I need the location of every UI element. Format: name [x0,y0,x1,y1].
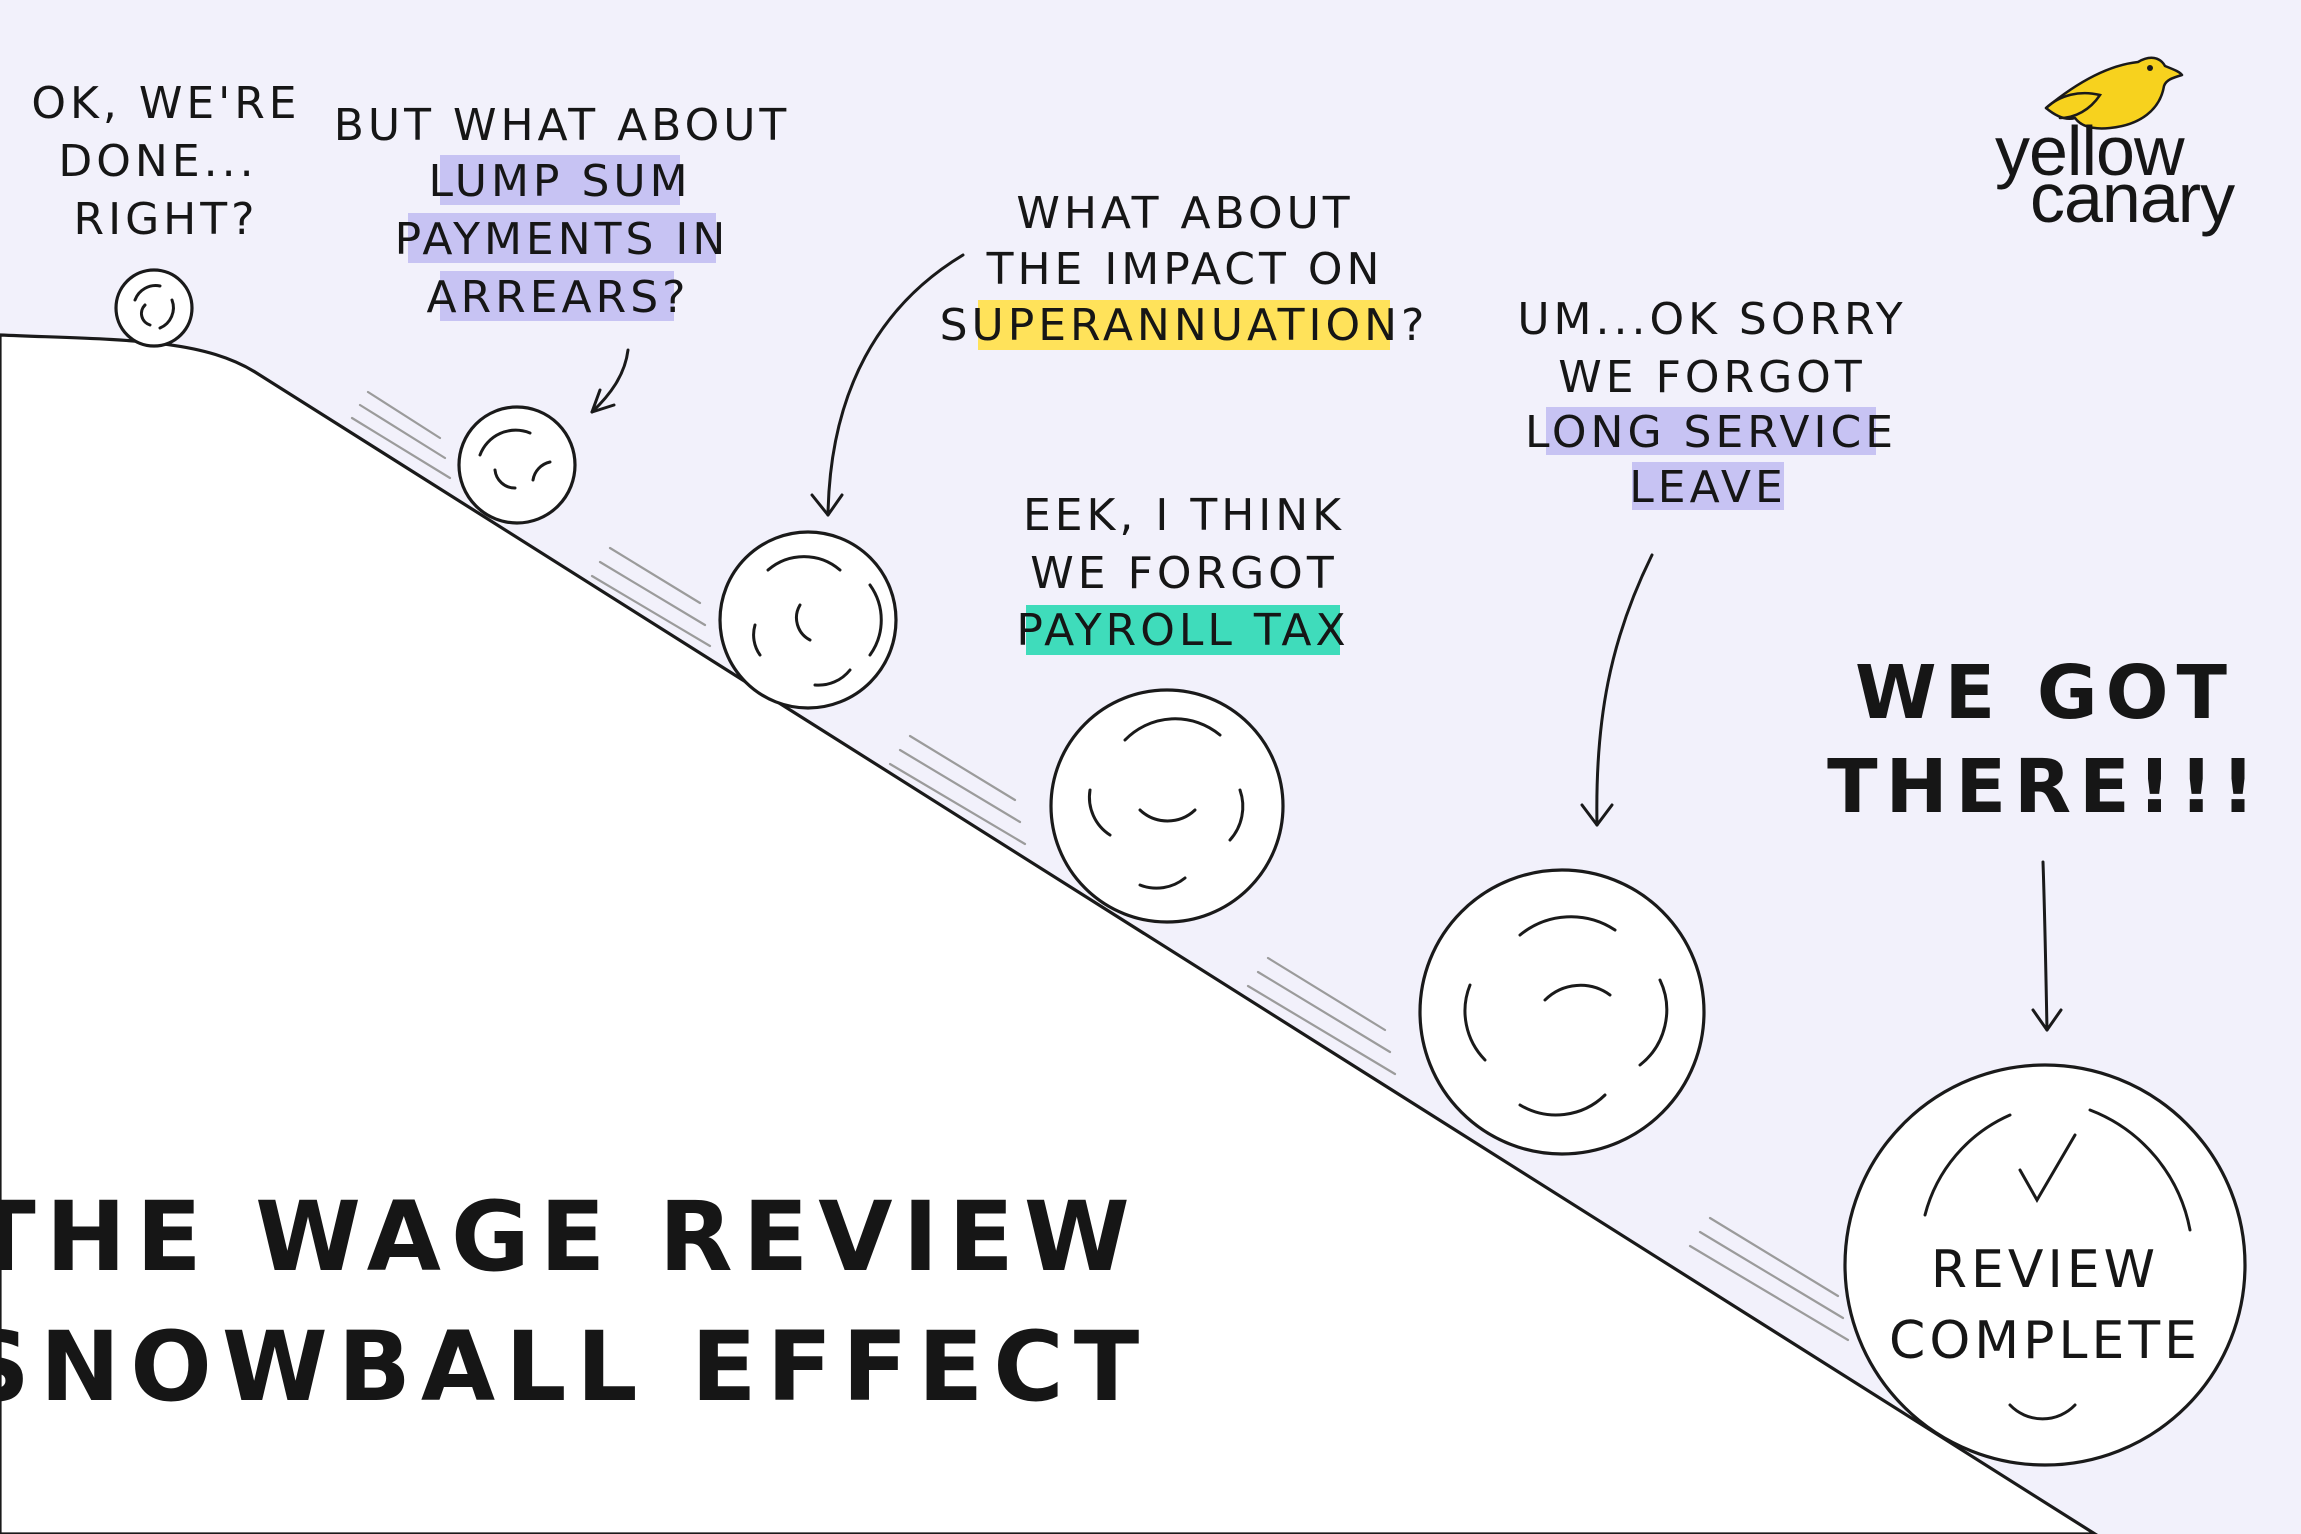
svg-text:LUMP SUM: LUMP SUM [428,156,691,207]
highlights [408,155,1876,655]
checkmark-icon [2018,1133,2077,1204]
svg-text:LEAVE: LEAVE [1629,462,1787,513]
svg-text:PAYROLL TAX: PAYROLL TAX [1016,605,1349,656]
canary-bird-icon [2044,56,2184,130]
svg-text:RIGHT?: RIGHT? [74,194,259,245]
svg-text:WE GOT: WE GOT [1855,650,2235,736]
title-line2: SNOWBALL EFFECT [0,1311,1149,1423]
arrows [590,253,2063,1032]
arrow-leave [1595,553,1654,827]
svg-text:EEK, I THINK: EEK, I THINK [1023,490,1345,541]
title-line1: THE WAGE REVIEW [0,1181,1140,1293]
highlight-leave-1 [1546,407,1876,455]
svg-text:SUPERANNUATION?: SUPERANNUATION? [940,300,1429,351]
snowball-final: REVIEW COMPLETE [1843,1063,2247,1467]
final-ball-line1: REVIEW [1931,1240,2159,1300]
svg-text:PAYMENTS IN: PAYMENTS IN [395,214,730,265]
yellow-canary-logo: yellow canary [1995,56,2236,237]
snowball-3 [718,530,898,710]
final-ball-line2: COMPLETE [1889,1311,2201,1371]
caption-super: WHAT ABOUT THE IMPACT ON SUPERANNUATION? [940,188,1429,351]
caption-done: OK, WE'RE DONE... RIGHT? [31,78,300,245]
snowball-5 [1418,868,1706,1156]
highlight-lump-3 [440,271,674,321]
highlight-lump-1 [440,155,680,205]
arrow-super [826,253,965,517]
caption-lump: BUT WHAT ABOUT LUMP SUM PAYMENTS IN ARRE… [334,100,791,323]
logo-line2: canary [2030,159,2235,237]
highlight-lump-2 [408,213,716,263]
svg-text:DONE...: DONE... [58,136,257,187]
snowball-1 [114,268,194,348]
caption-leave: UM...OK SORRY WE FORGOT LONG SERVICE LEA… [1517,294,1906,513]
svg-text:WE FORGOT: WE FORGOT [1558,352,1865,403]
highlight-super [978,300,1390,350]
speed-lines [350,390,1850,1342]
highlight-payroll [1026,605,1340,655]
caption-payroll: EEK, I THINK WE FORGOT PAYROLL TAX [1016,490,1349,656]
snowball-2 [457,405,577,525]
arrow-lump [590,348,630,414]
svg-text:UM...OK SORRY: UM...OK SORRY [1517,294,1906,345]
svg-text:ARREARS?: ARREARS? [427,272,690,323]
caption-done-final: WE GOT THERE!!! [1827,650,2263,830]
svg-text:BUT WHAT ABOUT: BUT WHAT ABOUT [334,100,791,151]
svg-text:WHAT ABOUT: WHAT ABOUT [1016,188,1353,239]
arrow-done [2041,860,2049,1032]
svg-text:LONG SERVICE: LONG SERVICE [1525,407,1897,458]
svg-text:OK, WE'RE: OK, WE'RE [31,78,300,129]
logo-line1: yellow [1995,112,2185,190]
main-title: THE WAGE REVIEW SNOWBALL EFFECT [0,1181,1149,1423]
svg-text:WE FORGOT: WE FORGOT [1030,548,1337,599]
snowball-4 [1049,688,1285,924]
hill-slope [0,333,2098,1534]
svg-text:THE IMPACT ON: THE IMPACT ON [986,244,1384,295]
highlight-leave-2 [1632,462,1784,510]
svg-text:THERE!!!: THERE!!! [1827,744,2263,830]
